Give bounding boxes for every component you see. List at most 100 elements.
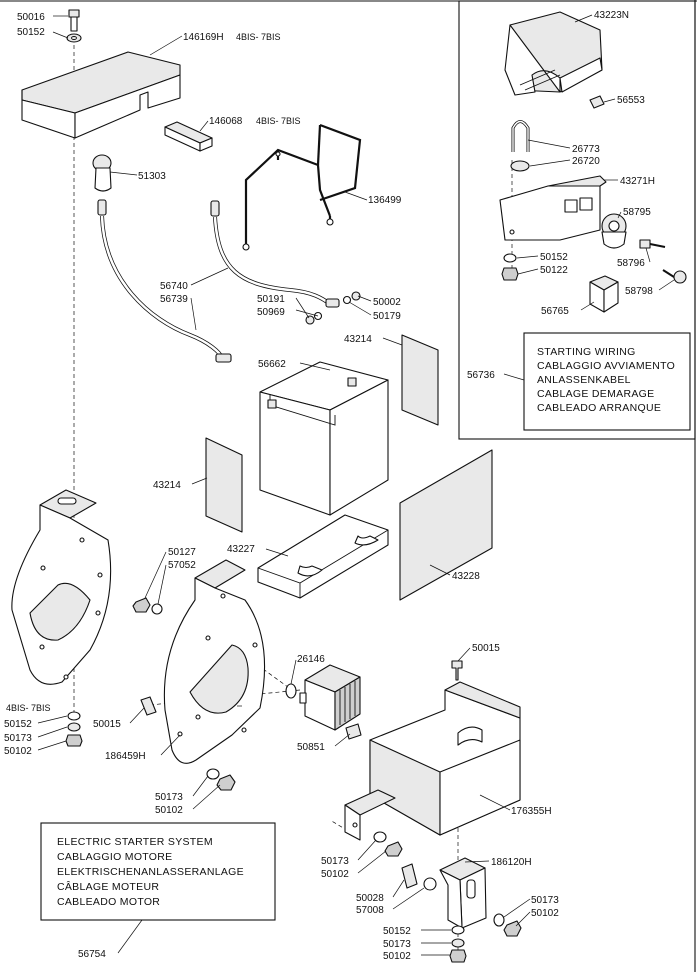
label-43228: 43228 [452, 571, 480, 582]
nut-50102-tray [384, 841, 403, 857]
bolt-50015-right [451, 660, 463, 681]
washer-50152-top [66, 33, 82, 43]
part-labels: 50016 50152 146169H 4BIS- 7BIS 146068 4B… [4, 10, 655, 962]
label-176355h: 176355H [511, 806, 552, 817]
switch-56765 [589, 275, 619, 313]
switch-plate-43271h [499, 175, 607, 241]
terminal-boot-51303 [92, 154, 112, 192]
label-43271h: 43271H [620, 176, 655, 187]
label-136499: 136499 [368, 195, 402, 206]
label-50969: 50969 [257, 307, 285, 318]
label-56754: 56754 [78, 949, 106, 960]
nut-50127 [132, 597, 151, 613]
pad-43214-left [205, 437, 243, 533]
label-50122: 50122 [540, 265, 568, 276]
cable-56739 [97, 199, 232, 363]
label-50173-plate: 50173 [155, 792, 183, 803]
washer-50152-left [67, 711, 81, 721]
washer-57008 [423, 877, 437, 891]
washer-50173-tray [373, 831, 387, 843]
bolt-50016 [68, 9, 80, 32]
washer-50179 [342, 295, 352, 305]
battery-56662 [259, 361, 389, 516]
washer-50173-left [67, 722, 81, 732]
cable-56740 [210, 200, 340, 308]
clamp-26720 [510, 160, 530, 172]
bracket-wire-136499 [242, 123, 362, 251]
label-50152-inset: 50152 [540, 252, 568, 263]
leader-lines [37, 14, 675, 956]
ubolt-26773 [511, 120, 530, 152]
label-58795: 58795 [623, 207, 651, 218]
label-43227: 43227 [227, 544, 255, 555]
label-50015-left: 50015 [93, 719, 121, 730]
sheet-43228 [399, 449, 493, 601]
regulator-module [299, 664, 361, 731]
label-26720: 26720 [572, 156, 600, 167]
pad-43214-right [401, 334, 439, 426]
washer-50152-inset [503, 253, 517, 263]
label-56740: 56740 [160, 281, 188, 292]
label-50173-bottom: 50173 [383, 939, 411, 950]
starting-wiring-box [523, 332, 691, 431]
washer-50152-bottom [451, 925, 465, 935]
nut-50102-plate [216, 774, 236, 791]
electric-starter-text: ELECTRIC STARTER SYSTEM CABLAGGIO MOTORE… [57, 836, 244, 908]
washer-26146 [285, 683, 297, 699]
label-57008: 57008 [356, 905, 384, 916]
label-186459h: 186459H [105, 751, 146, 762]
label-58798: 58798 [625, 286, 653, 297]
label-58796: 58796 [617, 258, 645, 269]
cover-43223n [504, 11, 603, 96]
nut-50122-inset [501, 267, 519, 281]
starting-line-2: CABLAGGIO AVVIAMENTO [537, 360, 675, 372]
ignition-switch-58795 [601, 213, 627, 249]
electric-line-1: ELECTRIC STARTER SYSTEM [57, 836, 213, 848]
label-50127: 50127 [168, 547, 196, 558]
label-56765: 56765 [541, 306, 569, 317]
mount-plate-186459h [163, 559, 266, 764]
key-58798 [662, 269, 687, 284]
starting-line-4: CABLAGE DEMARAGE [537, 388, 654, 400]
label-50102-right: 50102 [531, 908, 559, 919]
label-43214-right: 43214 [344, 334, 372, 345]
label-50173-tray: 50173 [321, 856, 349, 867]
label-50102-tray: 50102 [321, 869, 349, 880]
electric-line-3: ELEKTRISCHENANLASSERANLAGE [57, 866, 244, 878]
electric-line-2: CABLAGGIO MOTORE [57, 851, 172, 863]
label-50191: 50191 [257, 294, 285, 305]
label-50173-left: 50173 [4, 733, 32, 744]
electric-line-5: CABLEADO MOTOR [57, 896, 160, 908]
nut-50002 [351, 291, 361, 301]
label-50179: 50179 [373, 311, 401, 322]
screw-50851 [345, 723, 362, 740]
nut-50102-bottom [449, 949, 467, 963]
label-50102-left: 50102 [4, 746, 32, 757]
label-50016: 50016 [17, 12, 45, 23]
nut-50191 [305, 315, 315, 325]
label-50152-left: 50152 [4, 719, 32, 730]
starting-wiring-text: STARTING WIRING CABLAGGIO AVVIAMENTO ANL… [537, 346, 675, 414]
label-26773: 26773 [572, 144, 600, 155]
washer-50173-bottom [451, 938, 465, 948]
nut-50102-right [503, 920, 522, 937]
label-146068: 146068 [209, 116, 243, 127]
label-bis-a: 4BIS- 7BIS [236, 32, 281, 42]
mount-plate-left [11, 489, 112, 685]
washer-hole [71, 36, 77, 40]
bolt-50028 [401, 863, 418, 889]
bolt-50015-left [140, 696, 157, 716]
label-50102-bottom: 50102 [383, 951, 411, 962]
label-50028: 50028 [356, 893, 384, 904]
battery-cover-146169h [21, 51, 181, 139]
base-plate-43227 [257, 514, 389, 599]
label-56662: 56662 [258, 359, 286, 370]
label-26146: 26146 [297, 654, 325, 665]
label-56553: 56553 [617, 95, 645, 106]
label-50173-right: 50173 [531, 895, 559, 906]
nut-50102-left [65, 734, 83, 747]
starting-line-1: STARTING WIRING [537, 346, 636, 358]
label-56736: 56736 [467, 370, 495, 381]
label-51303: 51303 [138, 171, 166, 182]
